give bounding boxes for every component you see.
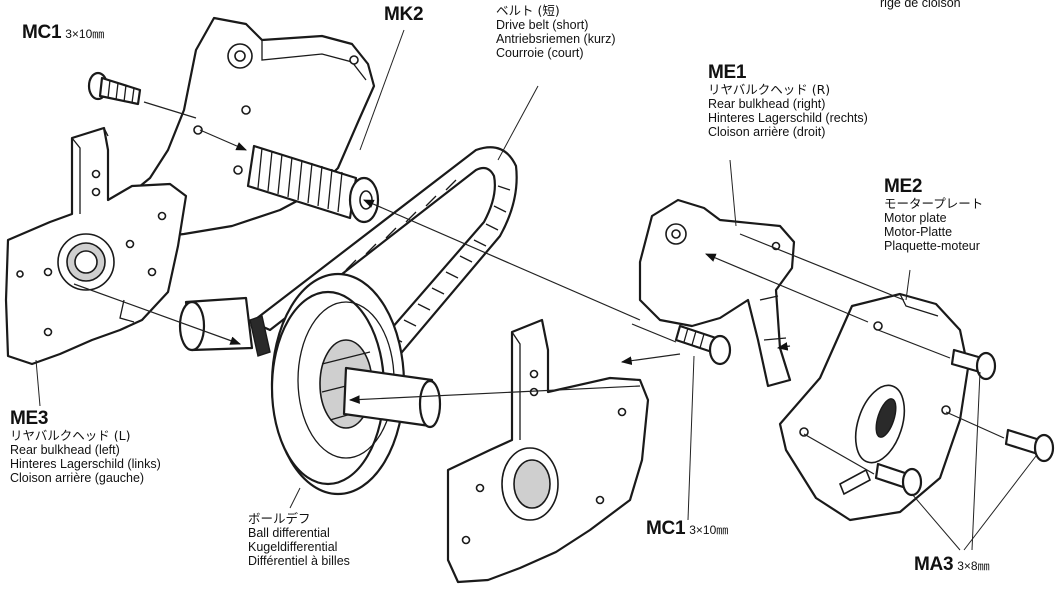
me1-right-bulkhead (638, 198, 796, 388)
part-code: ME3 (10, 408, 49, 429)
part-code: MA3 (914, 554, 954, 575)
part-name-en: Drive belt (short) (496, 18, 589, 32)
part-name-fr: Cloison arrière (droit) (708, 125, 826, 140)
part-name-fr: Cloison arrière (gauche) (10, 471, 145, 486)
part-name-de: Hinteres Lagerschild (rechts) (708, 111, 868, 126)
part-name-de: Hinteres Lagerschild (links) (10, 457, 161, 472)
part-name-en: Ball differential (248, 526, 330, 540)
part-name-en: Rear bulkhead (right) (708, 97, 826, 112)
part-size: 3×10㎜ (65, 27, 105, 41)
arrow-icon (73, 101, 1005, 475)
screw-icon (874, 462, 923, 497)
screw-icon (950, 348, 997, 381)
screw-icon (87, 71, 142, 106)
part-name-fr: Plaquette-moteur (884, 239, 980, 254)
diff-label: ボールデフ Ball differential Kugeldifferentia… (248, 511, 350, 569)
screw-icon (1004, 428, 1055, 463)
part-code: ME2 (884, 176, 923, 197)
part-size: 3×8㎜ (957, 559, 990, 573)
me2-label: ME2 モータープレート Motor plate Motor-Platte Pl… (884, 176, 983, 253)
part-name-de: Kugeldifferential (248, 540, 338, 554)
part-jp-name: モータープレート (884, 196, 984, 212)
part-name-fr: Courroie (court) (496, 46, 584, 60)
part-code: MC1 (22, 22, 62, 43)
me3-left-bulkhead (4, 126, 188, 366)
part-code: ME1 (708, 62, 747, 83)
part-code: MK2 (384, 4, 424, 25)
part-name-de: Motor-Platte (884, 225, 953, 240)
part-name-en: Rear bulkhead (left) (10, 443, 120, 458)
part-jp-name: リヤバルクヘッド (L) (10, 428, 131, 444)
belt-label: ベルト (短) Drive belt (short) Antriebsrieme… (496, 3, 616, 61)
part-name-de: Antriebsriemen (kurz) (496, 32, 616, 46)
corner-fragment: rige de cloison (880, 0, 961, 10)
front-bulkhead (446, 318, 650, 584)
part-size: 3×10㎜ (689, 523, 729, 537)
part-name-fr: Différentiel à billes (248, 554, 350, 568)
corner-text: rige de cloison (880, 0, 961, 12)
part-jp-name: リヤバルクヘッド (R) (708, 82, 831, 98)
part-jp-name: ボールデフ (248, 511, 311, 526)
part-jp-name: ベルト (短) (496, 3, 560, 18)
ball-differential (178, 272, 442, 496)
me3-label: ME3 リヤバルクヘッド (L) Rear bulkhead (left) Hi… (10, 408, 161, 485)
me1-label: ME1 リヤバルクヘッド (R) Rear bulkhead (right) H… (708, 62, 868, 139)
part-name-en: Motor plate (884, 211, 947, 226)
screw-icon (674, 324, 732, 366)
me2-motor-plate (778, 292, 970, 522)
part-code: MC1 (646, 518, 686, 539)
leader-lines (35, 29, 1037, 551)
mk2-label: MK2 (384, 4, 424, 25)
